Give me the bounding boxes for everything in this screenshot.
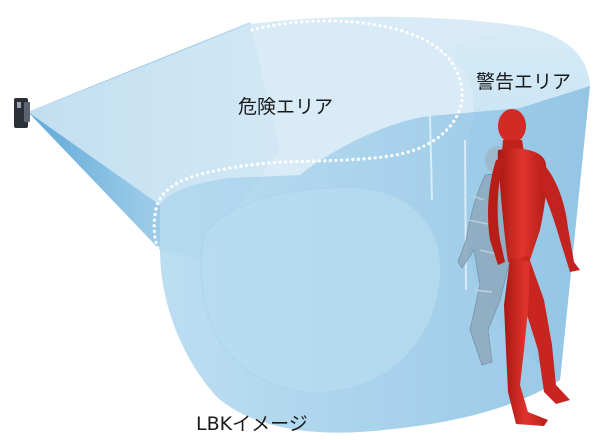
warning-area-label: 警告エリア <box>476 67 571 94</box>
sensor-icon <box>14 98 30 128</box>
danger-area-label: 危険エリア <box>238 92 333 119</box>
caption-label: LBKイメージ <box>196 409 308 436</box>
